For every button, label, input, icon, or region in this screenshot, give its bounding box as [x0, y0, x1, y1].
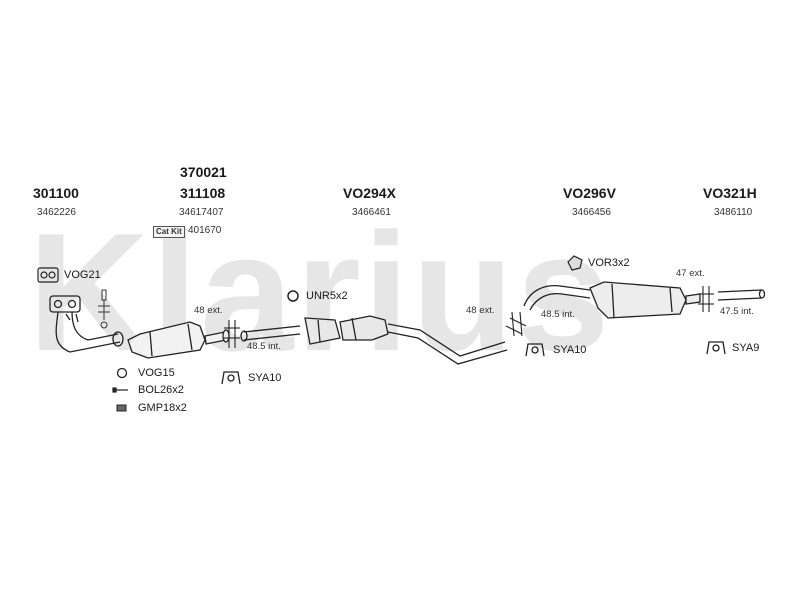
brand-watermark: Klarius	[28, 198, 612, 386]
tailpipe	[717, 289, 766, 301]
clamp-marks-right	[698, 286, 714, 312]
dim-48-5-int-left: 48.5 int.	[247, 341, 281, 352]
rear-silencer	[523, 281, 701, 319]
dim-48-ext-right: 48 ext.	[466, 305, 495, 316]
clamp-marks-middle	[505, 311, 527, 337]
part-label-unr5x2: UNR5x2	[306, 290, 348, 302]
ring-icon	[287, 290, 299, 302]
part-label-bol26x2: BOL26x2	[138, 384, 184, 396]
dim-48-5-int-right: 48.5 int.	[541, 309, 575, 320]
gasket-icon	[37, 267, 59, 283]
part-code-vo294x: VO294X	[343, 185, 396, 201]
part-label-gmp18x2: GMP18x2	[138, 402, 187, 414]
part-code-370021: 370021	[180, 164, 227, 180]
catalytic-converter	[127, 321, 230, 359]
front-downpipe	[49, 295, 124, 353]
ref-number-3466456: 3466456	[572, 207, 611, 218]
hanger-icon-sya10-a	[221, 371, 241, 385]
part-label-sya10-right: SYA10	[553, 344, 587, 356]
dim-47-ext: 47 ext.	[676, 268, 705, 279]
ref-number-34617407: 34617407	[179, 207, 224, 218]
lambda-sensor-icon	[98, 289, 110, 329]
part-code-vo321h: VO321H	[703, 185, 757, 201]
clamp-marks-left	[224, 320, 240, 348]
part-label-sya9: SYA9	[732, 342, 760, 354]
nut-icon	[116, 404, 127, 412]
dim-47-5-int: 47.5 int.	[720, 306, 754, 317]
ref-number-3462226: 3462226	[37, 207, 76, 218]
cat-kit-badge: Cat Kit	[153, 226, 185, 238]
hanger-icon-sya10-b	[525, 343, 545, 357]
part-label-vor3x2: VOR3x2	[588, 257, 630, 269]
part-label-sya10-left: SYA10	[248, 372, 282, 384]
part-label-vog15: VOG15	[138, 367, 175, 379]
intermediate-pipe	[240, 315, 508, 365]
ref-number-3466461: 3466461	[352, 207, 391, 218]
rubber-ring-icon	[567, 255, 583, 271]
dim-48-ext-left: 48 ext.	[194, 305, 223, 316]
hanger-icon-sya9	[706, 341, 726, 355]
part-code-vo296v: VO296V	[563, 185, 616, 201]
cat-kit-ref: 401670	[188, 225, 222, 236]
gasket-ring-icon	[116, 367, 128, 379]
part-code-311108: 311108	[180, 185, 226, 201]
bolt-icon	[112, 387, 128, 393]
part-code-301100: 301100	[33, 185, 79, 201]
ref-number-3486110: 3486110	[714, 207, 753, 218]
part-label-vog21: VOG21	[64, 269, 101, 281]
